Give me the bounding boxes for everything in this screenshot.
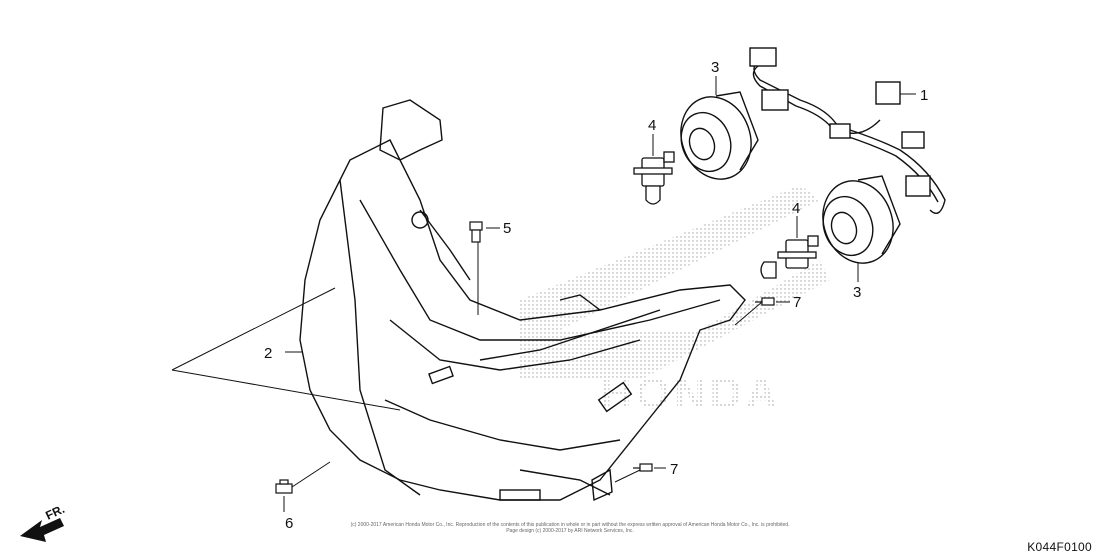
reference-code: K044F0100 (1027, 540, 1092, 554)
screw-part7-lower (614, 463, 666, 483)
callout-7-lower: 7 (670, 461, 678, 478)
direction-label: FR. (43, 502, 66, 523)
callout-4-lower: 4 (792, 200, 800, 217)
callout-3-lower: 3 (853, 284, 861, 301)
screw-part6 (275, 461, 331, 512)
watermark-wing (520, 185, 830, 380)
leader-lines-part2 (171, 287, 401, 411)
callout-3-upper: 3 (711, 59, 719, 76)
bulb-part4-lower (760, 216, 819, 279)
callout-7-upper: 7 (793, 294, 801, 311)
callout-4-upper: 4 (648, 117, 656, 134)
wire-harness-part1 (749, 47, 946, 214)
watermark-text: HONDA (600, 369, 781, 418)
callout-1: 1 (920, 87, 928, 104)
copyright-line-1: (c) 2000-2017 American Honda Motor Co., … (350, 522, 790, 528)
bolt-part5 (469, 221, 500, 315)
bulb-socket-part3-upper (680, 76, 759, 180)
copyright-notice: (c) 2000-2017 American Honda Motor Co., … (310, 522, 830, 534)
bulb-part4-upper (633, 134, 675, 205)
front-direction-arrow: FR. (20, 502, 67, 542)
callout-5: 5 (503, 220, 511, 237)
bulb-socket-part3-lower (822, 175, 901, 282)
callout-6: 6 (285, 515, 293, 532)
callout-2: 2 (264, 345, 272, 362)
screw-part7-upper (734, 297, 790, 326)
copyright-line-2: Page design (c) 2000-2017 by ARI Network… (506, 528, 634, 534)
